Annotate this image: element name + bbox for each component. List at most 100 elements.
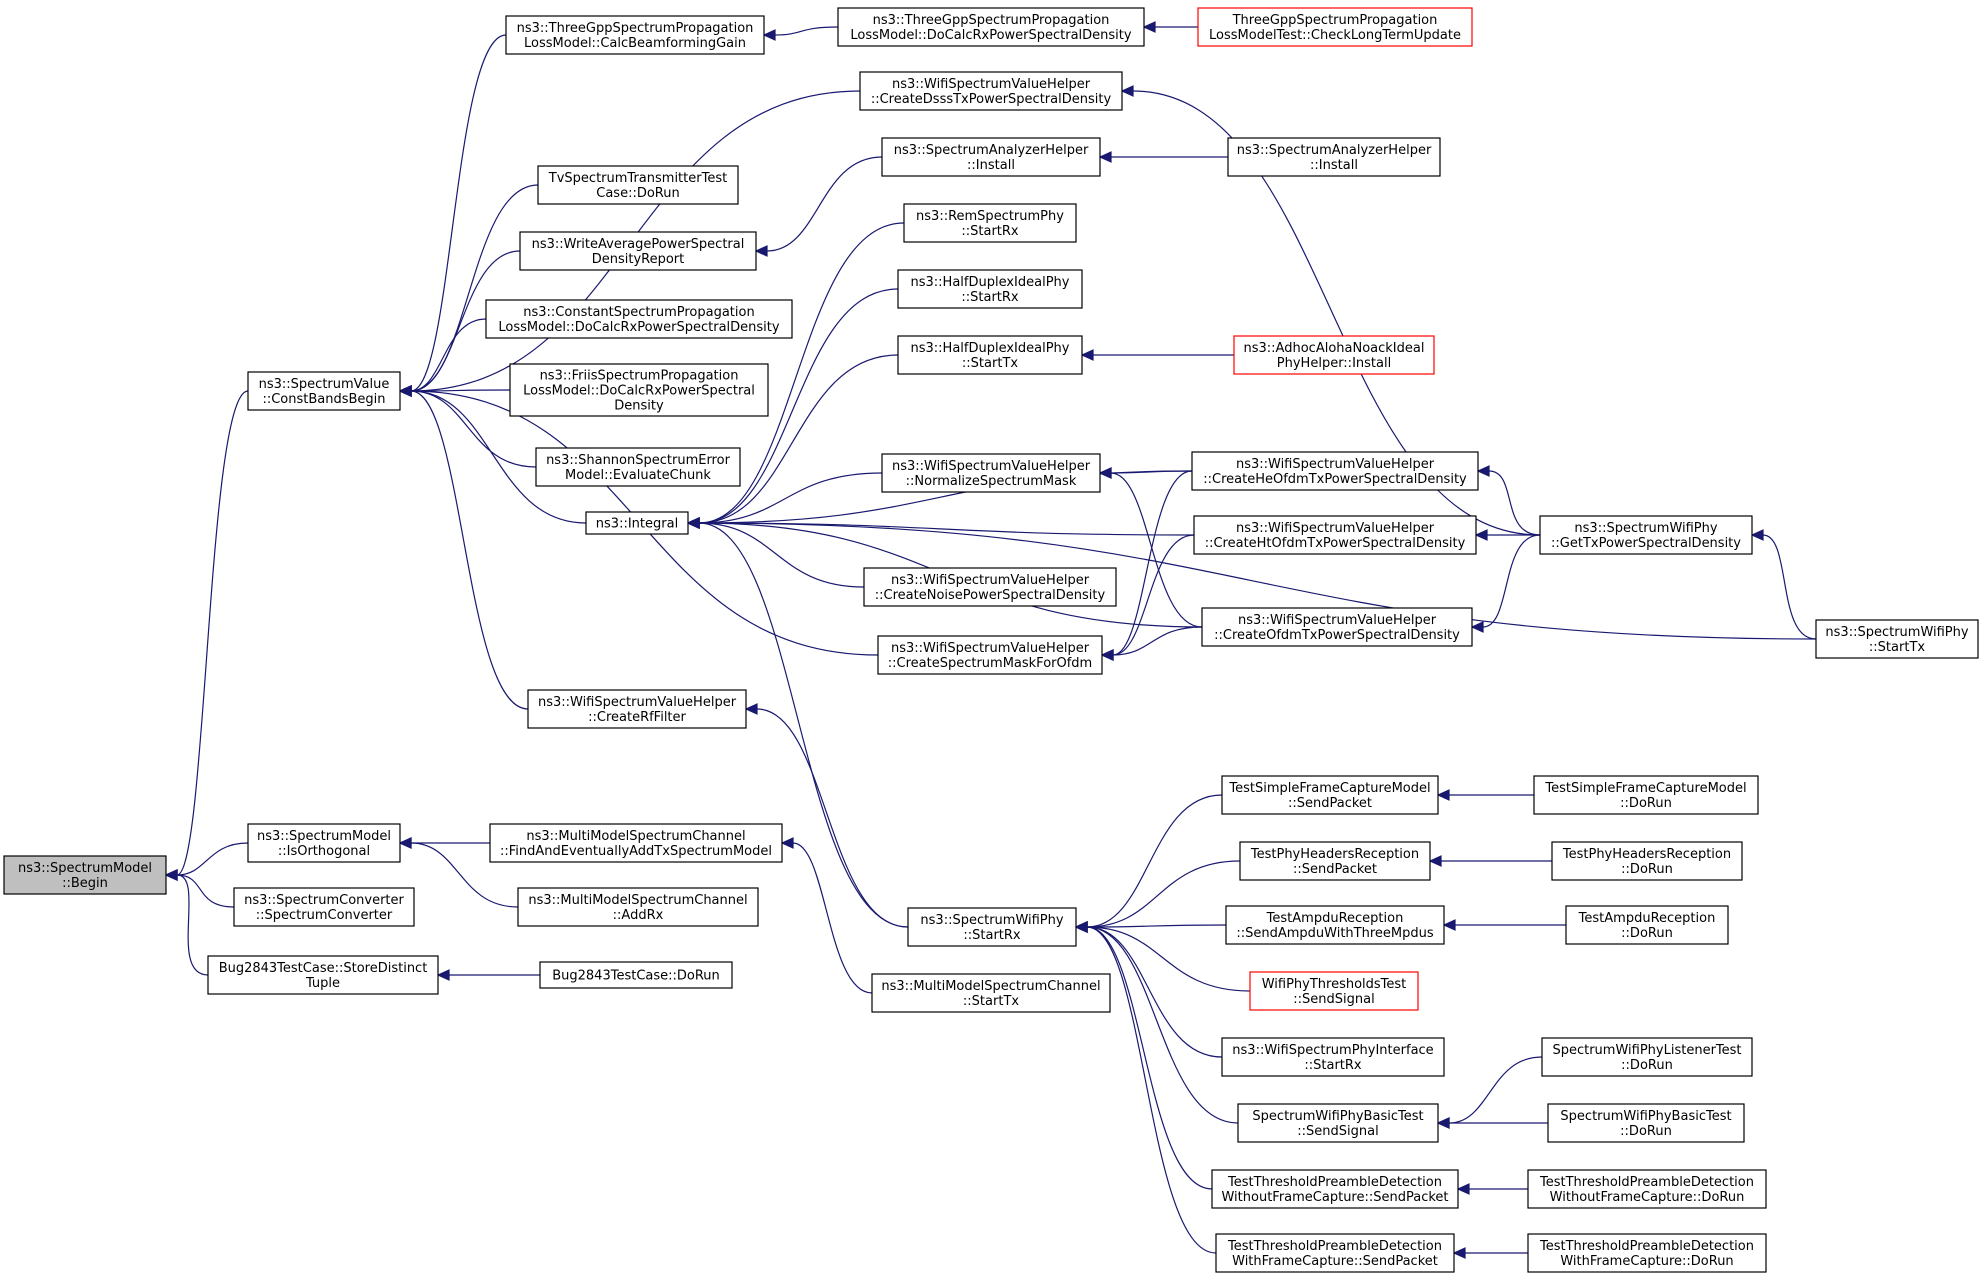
node-label: ::CreateDsssTxPowerSpectralDensity bbox=[871, 92, 1112, 107]
node-swpbt-dorun[interactable]: SpectrumWifiPhyBasicTest::DoRun bbox=[1547, 1103, 1745, 1143]
edge-swpbt-dorun-to-swpbt-send bbox=[1436, 1117, 1549, 1129]
node-label: WithoutFrameCapture::SendPacket bbox=[1221, 1190, 1448, 1205]
node-bug-dorun[interactable]: Bug2843TestCase::DoRun bbox=[539, 961, 733, 989]
node-label: ns3::ShannonSpectrumError bbox=[546, 453, 731, 468]
node-wsvh-rf[interactable]: ns3::WifiSpectrumValueHelper::CreateRfFi… bbox=[527, 689, 747, 729]
node-tphr-send[interactable]: TestPhyHeadersReception::SendPacket bbox=[1239, 841, 1431, 881]
node-swp-startrx[interactable]: ns3::SpectrumWifiPhy::StartRx bbox=[907, 907, 1077, 947]
node-label: ns3::WifiSpectrumValueHelper bbox=[1238, 613, 1437, 628]
arrowhead bbox=[744, 703, 758, 715]
node-label: TestThresholdPreambleDetection bbox=[1227, 1175, 1442, 1190]
edge-tgpp-test-to-tgpp-docalc bbox=[1142, 21, 1198, 33]
node-label: Case::DoRun bbox=[596, 186, 679, 201]
node-aanip[interactable]: ns3::AdhocAlohaNoackIdealPhyHelper::Inst… bbox=[1233, 335, 1435, 375]
node-ttpd-w-send[interactable]: TestThresholdPreambleDetectionWithFrameC… bbox=[1215, 1233, 1455, 1273]
node-label: ::Install bbox=[1310, 158, 1358, 173]
node-box bbox=[485, 299, 793, 339]
node-wsvh-mask[interactable]: ns3::WifiSpectrumValueHelper::CreateSpec… bbox=[877, 635, 1103, 675]
node-box bbox=[903, 203, 1077, 243]
node-sc-sc[interactable]: ns3::SpectrumConverter::SpectrumConverte… bbox=[233, 887, 415, 927]
node-box bbox=[1201, 607, 1473, 647]
arrowhead bbox=[1436, 789, 1450, 801]
node-box bbox=[3, 855, 167, 895]
node-wsvh-ofdm[interactable]: ns3::WifiSpectrumValueHelper::CreateOfdm… bbox=[1201, 607, 1473, 647]
node-wsvh-norm[interactable]: ns3::WifiSpectrumValueHelper::NormalizeS… bbox=[881, 453, 1101, 493]
node-integral[interactable]: ns3::Integral bbox=[585, 511, 689, 535]
node-hdip-starttx[interactable]: ns3::HalfDuplexIdealPhy::StartTx bbox=[897, 335, 1083, 375]
node-label: ::CreateSpectrumMaskForOfdm bbox=[888, 656, 1092, 671]
node-swpbt-send[interactable]: SpectrumWifiPhyBasicTest::SendSignal bbox=[1237, 1103, 1439, 1143]
arrowhead bbox=[1436, 1117, 1450, 1129]
node-label: SpectrumWifiPhyBasicTest bbox=[1560, 1109, 1731, 1124]
node-box bbox=[233, 887, 415, 927]
node-label: WithoutFrameCapture::DoRun bbox=[1550, 1190, 1745, 1205]
node-sm-iso[interactable]: ns3::SpectrumModel::IsOrthogonal bbox=[247, 823, 401, 863]
node-label: ns3::MultiModelSpectrumChannel bbox=[881, 979, 1100, 994]
node-label: ::Begin bbox=[62, 876, 108, 891]
node-box bbox=[1533, 775, 1759, 815]
node-sah-install1[interactable]: ns3::SpectrumAnalyzerHelper::Install bbox=[881, 137, 1101, 177]
arrowhead bbox=[1452, 1247, 1466, 1259]
node-label: Bug2843TestCase::DoRun bbox=[552, 969, 720, 984]
node-fspl[interactable]: ns3::FriisSpectrumPropagationLossModel::… bbox=[509, 363, 769, 417]
edge-tsfcm-send-to-swp-startrx bbox=[1074, 794, 1223, 933]
node-sv-cbb[interactable]: ns3::SpectrumValue::ConstBandsBegin bbox=[247, 371, 401, 411]
edge-line bbox=[1482, 534, 1541, 628]
node-wsvh-noise[interactable]: ns3::WifiSpectrumValueHelper::CreateNois… bbox=[863, 567, 1117, 607]
node-box bbox=[871, 973, 1111, 1013]
arrowhead bbox=[398, 385, 412, 397]
node-ttpd-w-dorun[interactable]: TestThresholdPreambleDetectionWithFrameC… bbox=[1527, 1233, 1767, 1273]
node-mmsc-find[interactable]: ns3::MultiModelSpectrumChannel::FindAndE… bbox=[489, 823, 783, 863]
node-swp-gettx[interactable]: ns3::SpectrumWifiPhy::GetTxPowerSpectral… bbox=[1539, 515, 1753, 555]
node-label: ::DoRun bbox=[1620, 1124, 1672, 1139]
node-wsvh-he[interactable]: ns3::WifiSpectrumValueHelper::CreateHeOf… bbox=[1191, 451, 1479, 491]
node-ttpd-wo-dorun[interactable]: TestThresholdPreambleDetectionWithoutFra… bbox=[1527, 1169, 1767, 1209]
arrowhead bbox=[1470, 621, 1484, 633]
node-cspl[interactable]: ns3::ConstantSpectrumPropagationLossMode… bbox=[485, 299, 793, 339]
edge-swp-gettx-to-wsvh-ofdm bbox=[1470, 534, 1541, 633]
node-label: Density bbox=[614, 399, 664, 414]
node-tgpp-beam[interactable]: ns3::ThreeGppSpectrumPropagationLossMode… bbox=[505, 15, 765, 55]
node-tar-dorun[interactable]: TestAmpduReception::DoRun bbox=[1565, 905, 1729, 945]
node-tgpp-test[interactable]: ThreeGppSpectrumPropagationLossModelTest… bbox=[1197, 7, 1473, 47]
node-box bbox=[207, 955, 439, 995]
edge-wsvh-ofdm-to-wsvh-norm bbox=[1098, 467, 1203, 628]
edge-sah-install1-to-wapsd bbox=[754, 156, 883, 257]
node-mmsc-starttx[interactable]: ns3::MultiModelSpectrumChannel::StartTx bbox=[871, 973, 1111, 1013]
edge-swplt-dorun-to-swpbt-send bbox=[1436, 1056, 1543, 1129]
edge-line bbox=[792, 842, 873, 994]
node-hdip-startrx[interactable]: ns3::HalfDuplexIdealPhy::StartRx bbox=[897, 269, 1083, 309]
node-sm-begin[interactable]: ns3::SpectrumModel::Begin bbox=[3, 855, 167, 895]
node-tsfcm-dorun[interactable]: TestSimpleFrameCaptureModel::DoRun bbox=[1533, 775, 1759, 815]
node-tsfcm-send[interactable]: TestSimpleFrameCaptureModel::SendPacket bbox=[1221, 775, 1439, 815]
node-swp-starttx[interactable]: ns3::SpectrumWifiPhy::StartTx bbox=[1815, 619, 1979, 659]
node-ttpd-wo-send[interactable]: TestThresholdPreambleDetectionWithoutFra… bbox=[1211, 1169, 1459, 1209]
edge-line bbox=[698, 522, 1817, 640]
node-box bbox=[1197, 7, 1473, 47]
edge-swp-gettx-to-wsvh-dsss bbox=[1120, 85, 1541, 536]
node-label: Tuple bbox=[305, 976, 340, 991]
node-wapsd[interactable]: ns3::WriteAveragePowerSpectralDensityRep… bbox=[519, 231, 757, 271]
node-wptt-send[interactable]: WifiPhyThresholdsTest::SendSignal bbox=[1249, 971, 1419, 1011]
node-mmsc-addrx[interactable]: ns3::MultiModelSpectrumChannel::AddRx bbox=[517, 887, 759, 927]
node-wsvh-ht[interactable]: ns3::WifiSpectrumValueHelper::CreateHtOf… bbox=[1193, 515, 1477, 555]
node-tgpp-docalc[interactable]: ns3::ThreeGppSpectrumPropagationLossMode… bbox=[837, 7, 1145, 47]
node-label: WithFrameCapture::SendPacket bbox=[1232, 1254, 1438, 1269]
node-sah-install2[interactable]: ns3::SpectrumAnalyzerHelper::Install bbox=[1227, 137, 1441, 177]
node-box bbox=[509, 363, 769, 417]
node-rem-startrx[interactable]: ns3::RemSpectrumPhy::StartRx bbox=[903, 203, 1077, 243]
edge-line bbox=[410, 318, 487, 392]
node-ssem[interactable]: ns3::ShannonSpectrumErrorModel::Evaluate… bbox=[535, 447, 741, 487]
node-tphr-dorun[interactable]: TestPhyHeadersReception::DoRun bbox=[1551, 841, 1743, 881]
node-wspi-startrx[interactable]: ns3::WifiSpectrumPhyInterface::StartRx bbox=[1221, 1037, 1445, 1077]
edge-line bbox=[176, 874, 209, 976]
node-swplt-dorun[interactable]: SpectrumWifiPhyListenerTest::DoRun bbox=[1541, 1037, 1753, 1077]
node-wsvh-dsss[interactable]: ns3::WifiSpectrumValueHelper::CreateDsss… bbox=[859, 71, 1123, 111]
edge-line bbox=[1110, 470, 1193, 474]
node-label: ns3::WifiSpectrumValueHelper bbox=[538, 695, 737, 710]
node-tar-send[interactable]: TestAmpduReception::SendAmpduWithThreeMp… bbox=[1225, 905, 1445, 945]
node-label: ::Install bbox=[967, 158, 1015, 173]
edge-ttpd-w-dorun-to-ttpd-w-send bbox=[1452, 1247, 1529, 1259]
